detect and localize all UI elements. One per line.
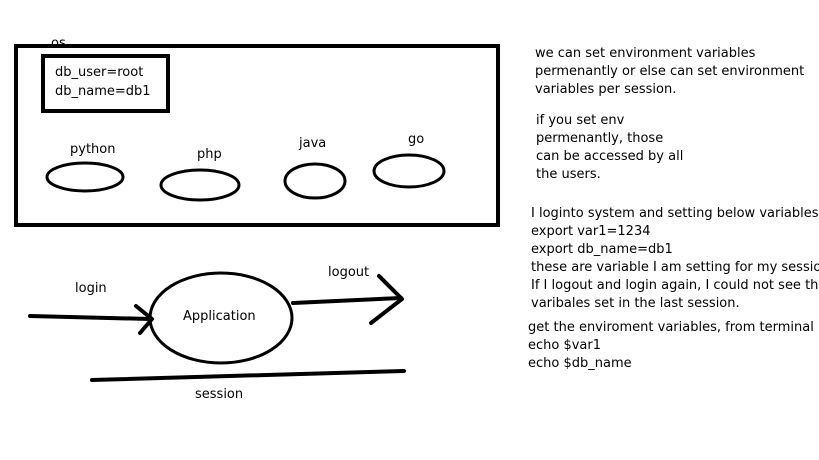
- note-line: these are variable I am setting for my s…: [531, 260, 819, 275]
- note-permanent: if you set env permenantly, those can be…: [536, 112, 683, 184]
- python-ellipse: [45, 161, 125, 193]
- session-line: [90, 369, 406, 382]
- session-label: session: [195, 387, 244, 402]
- os-box: [14, 44, 500, 227]
- note-line: can be accessed by all: [536, 149, 684, 164]
- note-line: echo $db_name: [528, 356, 632, 371]
- language-label-php: php: [197, 147, 222, 162]
- note-line: permenantly or else can set environment: [535, 64, 805, 79]
- go-ellipse: [372, 153, 446, 189]
- login-arrow: [28, 304, 154, 335]
- note-line: if you set env: [536, 113, 625, 128]
- note-line: get the enviroment variables, from termi…: [528, 320, 814, 335]
- login-label: login: [75, 281, 107, 296]
- os-label: os: [51, 36, 66, 51]
- note-line: we can set environment variables: [535, 46, 756, 61]
- note-line: varibales set in the last session.: [531, 296, 740, 311]
- application-label: Application: [183, 309, 256, 324]
- java-ellipse: [283, 162, 347, 200]
- logout-arrow: [291, 274, 404, 325]
- note-intro: we can set environment variables permena…: [535, 45, 804, 99]
- note-line: I loginto system and setting below varia…: [531, 206, 819, 221]
- env-var-box: [41, 54, 170, 113]
- note-commands: get the enviroment variables, from termi…: [528, 319, 814, 373]
- note-line: the users.: [536, 167, 601, 182]
- note-line: export var1=1234: [531, 224, 651, 239]
- language-label-java: java: [299, 136, 327, 151]
- note-line: variables per session.: [535, 82, 677, 97]
- logout-label: logout: [328, 265, 370, 280]
- note-line: echo $var1: [528, 338, 602, 353]
- language-label-go: go: [408, 132, 425, 147]
- env-var-db-name: db_name=db1: [55, 84, 151, 99]
- language-label-python: python: [70, 142, 116, 157]
- note-line: If I logout and login again, I could not…: [531, 278, 819, 293]
- application-ellipse: [148, 271, 294, 365]
- env-var-db-user: db_user=root: [55, 65, 144, 80]
- note-session: I loginto system and setting below varia…: [531, 205, 819, 313]
- note-line: permenantly, those: [536, 131, 664, 146]
- note-line: export db_name=db1: [531, 242, 673, 257]
- php-ellipse: [159, 168, 241, 202]
